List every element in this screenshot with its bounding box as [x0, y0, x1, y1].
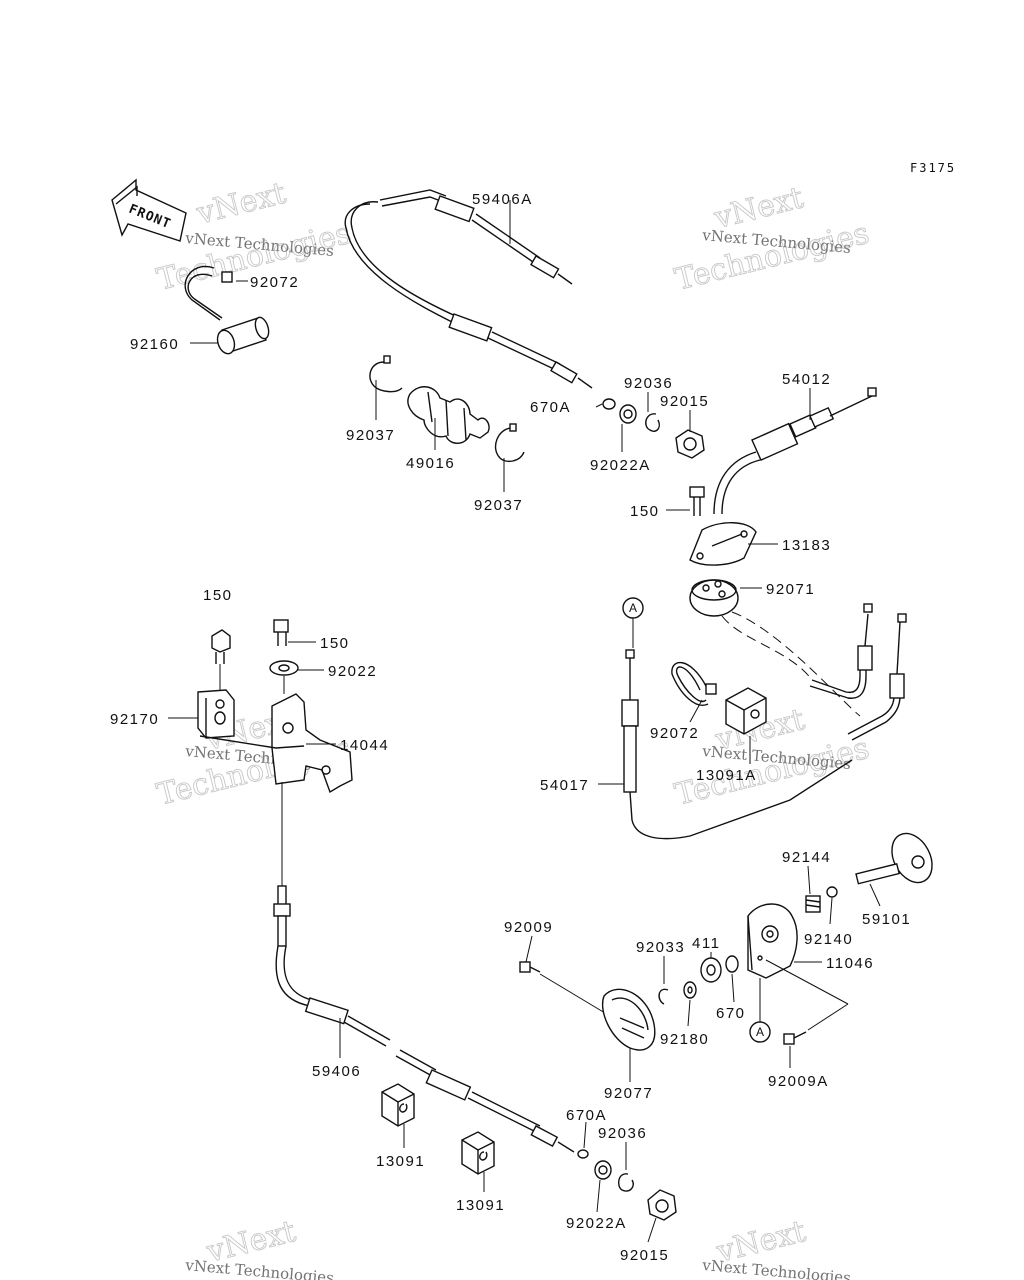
clamp-92072-top — [184, 265, 233, 321]
part-label: 14044 — [340, 737, 389, 754]
clip-92033 — [658, 988, 669, 1005]
oring-670a-top — [602, 398, 616, 410]
part-label: 59101 — [862, 911, 911, 928]
clip-92036-top — [645, 413, 660, 432]
part-label: 92022A — [566, 1215, 627, 1232]
part-labels: 59406A 92072 92160 92037 49016 92037 670… — [110, 191, 911, 1264]
diagram-code: F3175 — [910, 161, 956, 175]
part-label: 92037 — [474, 497, 523, 514]
part-label: 54012 — [782, 371, 831, 388]
washer-92180 — [683, 981, 697, 999]
part-label: 150 — [203, 587, 233, 604]
part-label: 670 — [716, 1005, 746, 1022]
housing-11046 — [747, 903, 798, 979]
watermark-big: vNext — [193, 176, 290, 232]
oring-670a-bottom — [577, 1149, 589, 1159]
svg-text:A: A — [629, 601, 637, 615]
boot-49016 — [407, 386, 490, 444]
cable-54012 — [713, 387, 877, 515]
part-label: 92180 — [660, 1031, 709, 1048]
clamp-92037-right — [494, 423, 525, 463]
part-label: 59406 — [312, 1063, 361, 1080]
front-arrow-icon: FRONT — [111, 178, 187, 242]
part-label: 92036 — [598, 1125, 647, 1142]
part-label: 54017 — [540, 777, 589, 794]
svg-text:A: A — [756, 1025, 764, 1039]
spring-92144 — [805, 895, 821, 913]
screw-92009 — [519, 961, 541, 973]
oring-670 — [725, 955, 739, 973]
watermark-big: Technologies — [671, 216, 872, 298]
part-label: 92170 — [110, 711, 159, 728]
part-label: 150 — [630, 503, 660, 520]
connector-a-bottom: A — [749, 1021, 771, 1043]
part-label: 59406A — [472, 191, 533, 208]
cable-59406 — [273, 885, 575, 1153]
part-label: 92015 — [660, 393, 709, 410]
cable-54017 — [621, 649, 853, 840]
part-label: 92072 — [650, 725, 699, 742]
part-label: 670A — [530, 399, 571, 416]
damper-13091a — [725, 687, 767, 735]
part-label: 150 — [320, 635, 350, 652]
part-label: 92160 — [130, 336, 179, 353]
part-label: 92015 — [620, 1247, 669, 1264]
grommet-92071 — [689, 579, 739, 617]
cable-59406a — [344, 189, 593, 389]
plate-13183 — [689, 522, 757, 566]
part-label: 92072 — [250, 274, 299, 291]
damper-13091-left — [381, 1083, 415, 1127]
part-label: 92022A — [590, 457, 651, 474]
bracket-92170 — [197, 689, 235, 739]
washer-92022 — [269, 660, 299, 676]
part-label: 92140 — [804, 931, 853, 948]
part-label: 49016 — [406, 455, 455, 472]
part-label: 92071 — [766, 581, 815, 598]
bushing-411 — [700, 957, 722, 983]
clamp-92072-mid — [671, 661, 717, 706]
damper-13091-right — [461, 1131, 495, 1175]
bolt-150-right — [689, 486, 705, 516]
clip-92036-bottom — [617, 1173, 634, 1192]
part-label: 92036 — [624, 375, 673, 392]
part-label: 411 — [692, 935, 720, 952]
bracket-14044 — [199, 693, 353, 794]
nut-92015-top — [675, 429, 705, 459]
part-label: 92009 — [504, 919, 553, 936]
part-label: 92033 — [636, 939, 685, 956]
part-label: 13091A — [696, 767, 757, 784]
part-label: 92037 — [346, 427, 395, 444]
washer-92022a-top — [619, 404, 637, 424]
watermark-text: vNext Technologies — [184, 1256, 335, 1280]
leader-lines — [168, 200, 881, 1243]
part-label: 13091 — [456, 1197, 505, 1214]
knob-92077 — [602, 988, 656, 1051]
connector-a-top: A — [622, 597, 644, 619]
clamp-92037-left — [369, 355, 403, 393]
part-label: 11046 — [826, 955, 874, 972]
part-label: 13091 — [376, 1153, 425, 1170]
screw-92009a — [783, 1031, 807, 1045]
part-label: 13183 — [782, 537, 831, 554]
cable-ends-right — [809, 603, 907, 741]
washer-92022a-bottom — [594, 1160, 612, 1180]
part-label: 92022 — [328, 663, 377, 680]
part-label: 92077 — [604, 1085, 653, 1102]
nut-92015-bottom — [647, 1189, 677, 1221]
shaft-59101 — [855, 832, 933, 885]
part-label: 92144 — [782, 849, 831, 866]
ball-92140 — [826, 886, 838, 898]
part-label: 92009A — [768, 1073, 829, 1090]
bolt-150-mid — [273, 619, 289, 646]
bolt-150-left — [211, 629, 231, 664]
watermark-text: vNext Technologies — [701, 1256, 852, 1280]
collar-92160 — [216, 316, 270, 355]
part-label: 670A — [566, 1107, 607, 1124]
